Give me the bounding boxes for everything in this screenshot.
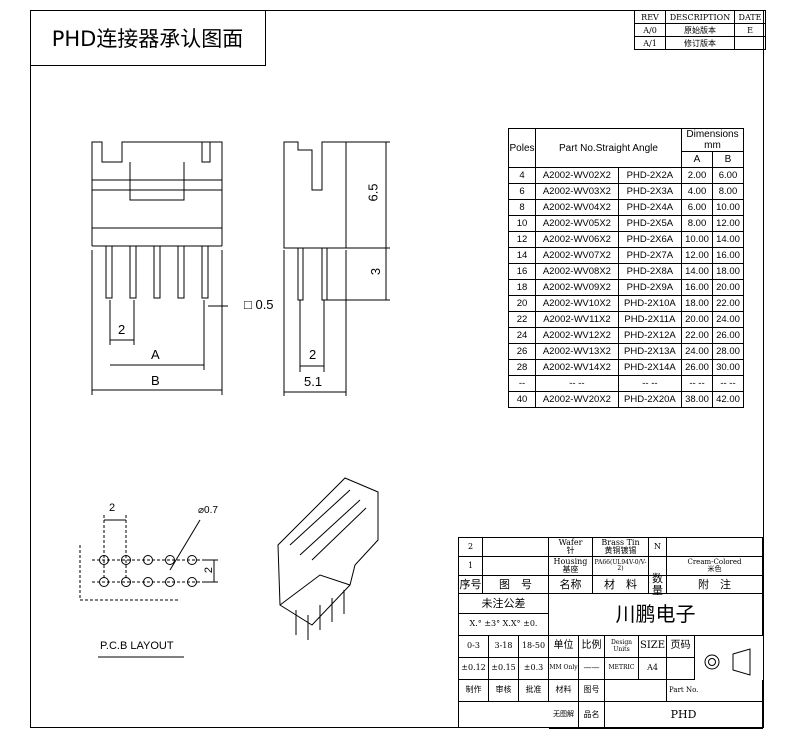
tb-drawing-no-value — [605, 680, 667, 702]
tb-part-no: Part No. — [667, 680, 763, 702]
poles-header: Poles — [508, 128, 536, 168]
tb-scale-value: —— — [579, 658, 605, 680]
tb-size-label: SIZE — [639, 636, 667, 658]
side-height-label: 6.5 — [365, 183, 381, 202]
front-pin-size-label: □ 0.5 — [244, 297, 274, 312]
tb-r1-qty: N — [649, 538, 667, 557]
tb-r1-name: Wafer 针 — [549, 538, 593, 557]
tb-h-remark: 附 注 — [667, 576, 763, 594]
tb-r2-material: PA66(UL94V-0/V-2) — [593, 557, 649, 576]
tb-design-units: Design Units — [605, 636, 639, 658]
tb-r2-remark: Cream-Colored 米色 — [667, 557, 763, 576]
tb-product-name: 品名 — [579, 702, 605, 729]
tb-unit-value: MM Only — [549, 658, 579, 680]
rev-cell: A/1 — [634, 36, 666, 50]
tb-range3: 18-50 — [519, 636, 549, 658]
part-no-header: Part No.Straight Angle — [535, 128, 682, 168]
tb-r2-qty — [649, 557, 667, 576]
dimensions-table: Poles Part No.Straight Angle Dimensions … — [508, 128, 744, 408]
front-pitch-label: 2 — [118, 322, 126, 337]
tb-material-label: 材料 — [549, 680, 579, 702]
tb-r1-drawing — [483, 538, 549, 557]
tb-h-name: 名称 — [549, 576, 593, 594]
tb-company: 川鹏电子 — [549, 594, 763, 636]
pcb-pitch-y-label: 2 — [203, 566, 216, 574]
tb-h-material: 材 料 — [593, 576, 649, 594]
tb-page-label: 页码 — [667, 636, 695, 658]
tb-range1: 0-3 — [459, 636, 489, 658]
tb-metric: METRIC — [605, 658, 639, 680]
pcb-pitch-x-label: 2 — [109, 502, 116, 514]
tb-tolerance-angle: X.° ±3° X.X° ±0. — [459, 614, 549, 636]
tb-tolerance-title: 未注公差 — [459, 594, 549, 614]
tb-tol1: ±0.12 — [459, 658, 489, 680]
title-block: 2 Wafer 针 Brass Tin 黄铜镀锡 N 1 Housing 基座 … — [458, 537, 764, 729]
drawing-sheet — [30, 10, 764, 728]
tb-checked-by: 审核 — [489, 680, 519, 702]
tb-h-no: 序号 — [459, 576, 483, 594]
tb-approved-by: 批准 — [519, 680, 549, 702]
tb-r2-name: Housing 基座 — [549, 557, 593, 576]
tb-made-by: 制作 — [459, 680, 489, 702]
tb-unit-label: 单位 — [549, 636, 579, 658]
tb-doc-label: 无图解 — [549, 702, 579, 729]
side-pitch-label: 2 — [309, 347, 317, 362]
pcb-hole-label: ⌀0.7 — [198, 505, 218, 516]
tb-drawing-no: 图号 — [579, 680, 605, 702]
side-width-label: 5.1 — [304, 374, 323, 389]
tb-product-value: PHD — [605, 702, 763, 729]
tb-range2: 3-18 — [489, 636, 519, 658]
tb-page-value — [667, 658, 695, 680]
tb-r1-material: Brass Tin 黄铜镀锡 — [593, 538, 649, 557]
tb-r2-no: 1 — [459, 557, 483, 576]
dim-b-cell: 42.00 — [712, 391, 744, 408]
tb-tol3: ±0.3 — [519, 658, 549, 680]
rev-cell — [734, 36, 766, 50]
poles-cell: 40 — [508, 391, 536, 408]
tb-scale-label: 比例 — [579, 636, 605, 658]
front-dim-b-label: B — [151, 373, 160, 388]
tb-h-drawing: 图 号 — [483, 576, 549, 594]
straight-angle-cell: PHD-2X20A — [617, 391, 683, 408]
front-dim-a-label: A — [151, 347, 160, 362]
pcb-layout-title: P.C.B LAYOUT — [100, 640, 174, 652]
tb-h-qty: 数量 — [649, 573, 667, 596]
drawing-title: PHD连接器承认图面 — [30, 10, 266, 66]
tb-r1-remark — [667, 538, 763, 557]
tb-r1-no: 2 — [459, 538, 483, 557]
side-pin-length-label: 3 — [368, 267, 384, 276]
tb-r2-drawing — [483, 557, 549, 576]
tb-tol2: ±0.15 — [489, 658, 519, 680]
tb-size-value: A4 — [639, 658, 667, 680]
